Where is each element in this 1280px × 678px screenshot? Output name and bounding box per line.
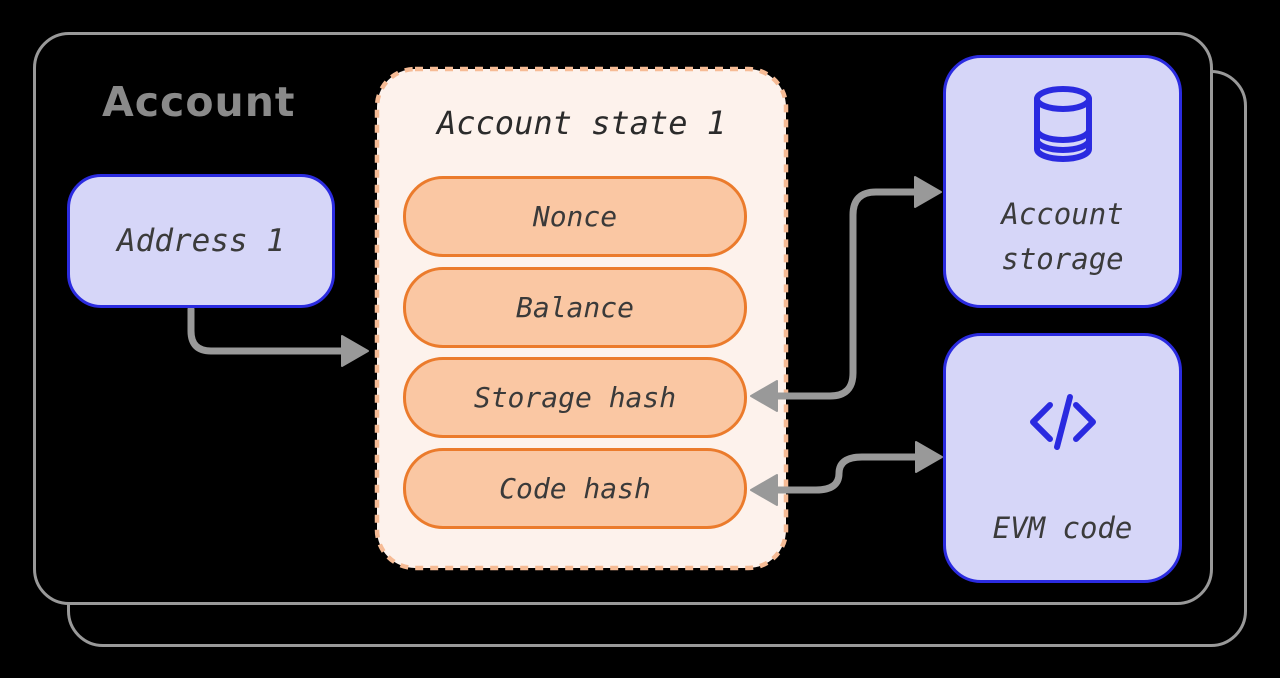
code-hash-label: Code hash — [499, 472, 651, 505]
code-icon — [1029, 392, 1097, 456]
code-hash-field: Code hash — [403, 448, 747, 529]
database-icon — [1032, 86, 1094, 166]
balance-field: Balance — [403, 267, 747, 348]
evm-code-label: EVM code — [992, 511, 1133, 545]
account-storage-box: Account storage — [943, 55, 1182, 308]
arrowhead-into-code-hash — [750, 474, 778, 506]
arrowhead-into-account-storage — [914, 176, 942, 208]
arrow-codehash-evmcode — [762, 453, 921, 494]
arrowhead-into-state — [341, 335, 369, 367]
address-label: Address 1 — [117, 223, 285, 259]
arrowhead-into-evm-code — [915, 441, 943, 473]
balance-label: Balance — [515, 291, 634, 324]
storage-hash-field: Storage hash — [403, 357, 747, 438]
storage-hash-label: Storage hash — [473, 381, 677, 414]
nonce-field: Nonce — [403, 176, 747, 257]
account-storage-label: Account storage — [1001, 197, 1124, 276]
arrow-address-to-state — [187, 305, 346, 355]
arrow-storagehash-accountstorage — [762, 188, 920, 400]
nonce-label: Nonce — [532, 200, 618, 233]
account-state-title: Account state 1 — [437, 104, 726, 142]
address-box: Address 1 — [67, 174, 335, 308]
diagram-title: Account — [102, 78, 296, 126]
arrowhead-into-storage-hash — [750, 380, 778, 412]
evm-code-box: EVM code — [943, 333, 1182, 583]
